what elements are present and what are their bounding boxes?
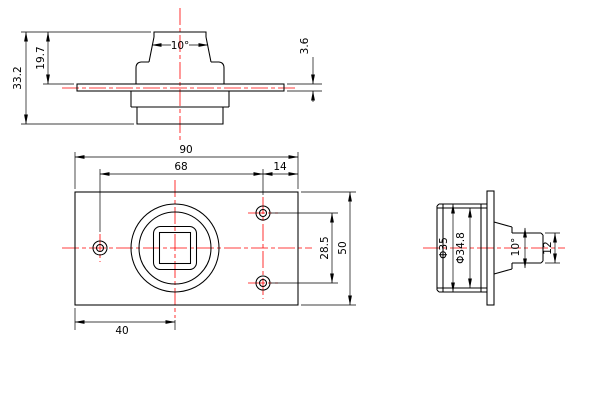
dim-side-step-diameter: Φ34.8 [455, 232, 467, 264]
side-body-step-verticals [442, 204, 482, 292]
side-body-step-diameter-lines [437, 207, 487, 289]
dim-plan-hole-pitch: 28.5 [319, 236, 331, 259]
front-body-lower [136, 107, 224, 125]
mount-hole-bottom-right-outer [255, 275, 271, 291]
front-boss-top [153, 31, 207, 37]
plan-view-dimensions: 90 68 14 28.5 50 40 [74, 144, 356, 337]
dim-side-stem-width: 12 [542, 241, 554, 254]
front-body-upper [130, 91, 230, 108]
side-boss-taper [493, 221, 513, 275]
dim-front-plate-thickness: 3.6 [299, 37, 311, 54]
square-socket-outer [152, 225, 198, 271]
dim-front-total-height: 33.2 [12, 66, 24, 89]
mount-hole-left-inner [95, 243, 105, 253]
mount-hole-top-right-inner [258, 208, 268, 218]
boss-outer-circle [130, 203, 220, 293]
dim-side-outer-diameter: Φ35 [438, 237, 450, 259]
mount-hole-bottom-right-inner [258, 278, 268, 288]
front-flange-plate [76, 83, 285, 92]
plan-extension-lines [74, 152, 356, 330]
front-boss-taper [148, 36, 212, 63]
front-view-dimensions: 33.2 19.7 10° 3.6 [12, 31, 322, 125]
front-view-geometry [76, 31, 285, 125]
dim-plan-hole-span: 68 [174, 161, 187, 173]
dim-side-taper-angle: 10° [510, 238, 522, 257]
mount-hole-top-right-outer [255, 205, 271, 221]
square-socket-inner [158, 231, 192, 265]
plan-view-geometry [74, 191, 299, 306]
side-view-dimensions: Φ35 Φ34.8 10° 12 [438, 203, 560, 293]
dim-plan-plate-height: 50 [337, 241, 349, 254]
side-body-outline [436, 203, 487, 293]
side-view-geometry [436, 190, 544, 306]
front-boss-collar [135, 61, 225, 84]
front-extension-lines [21, 31, 322, 125]
dim-plan-center-offset: 40 [115, 325, 128, 337]
side-extension-lines [545, 232, 560, 264]
boss-inner-circle [138, 211, 212, 285]
plan-plate-outline [74, 191, 299, 306]
dim-front-upper-height: 19.7 [35, 46, 47, 69]
dim-plan-edge-offset: 14 [273, 161, 287, 173]
dim-plan-plate-width: 90 [179, 144, 192, 156]
mount-hole-left-outer [92, 240, 108, 256]
side-flange-plate [486, 190, 495, 306]
dim-front-taper-angle: 10° [171, 40, 190, 52]
